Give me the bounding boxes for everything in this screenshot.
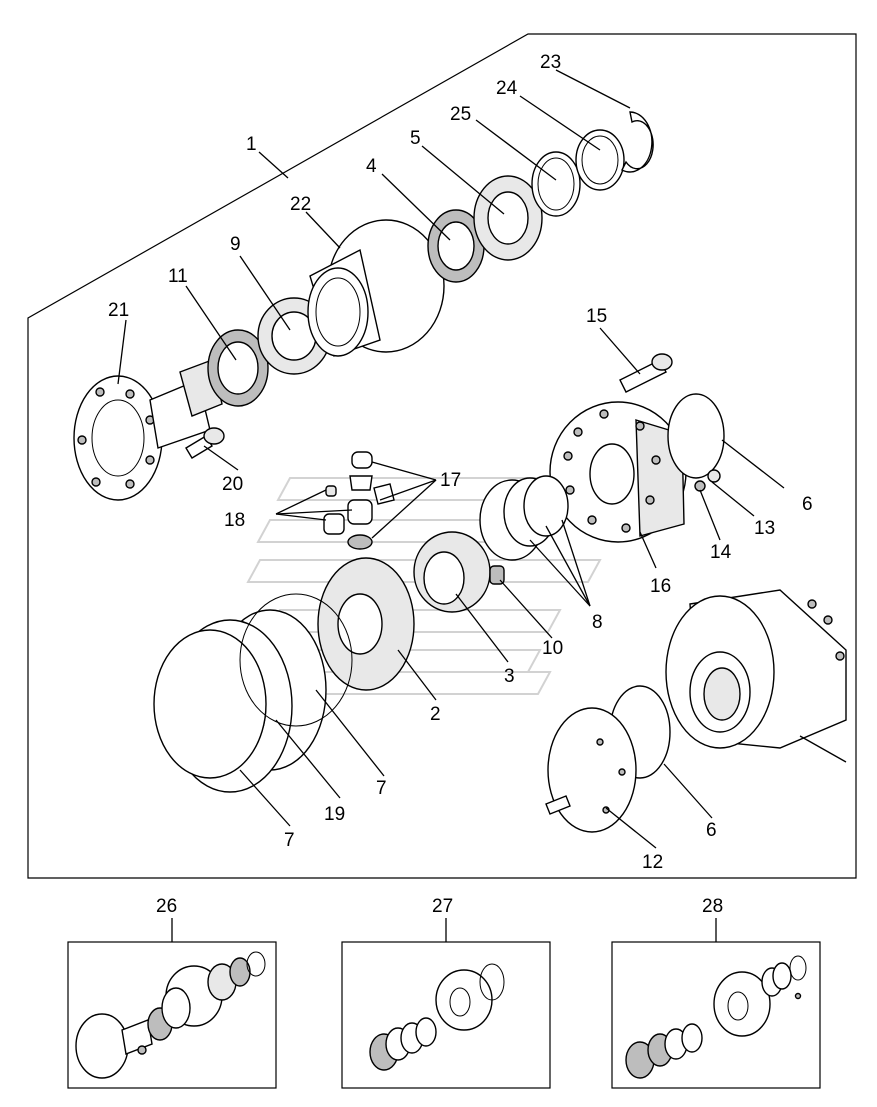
part-2-rotor	[317, 557, 415, 691]
part-12-end-cover	[545, 707, 637, 833]
part-18-keys	[323, 485, 373, 550]
label-16: 16	[650, 576, 671, 597]
kit-28-panel: 28	[611, 896, 821, 1089]
label-6b: 6	[706, 820, 717, 841]
part-24-washer	[575, 129, 625, 191]
kit-27-panel: 27	[341, 896, 551, 1089]
label-18: 18	[224, 510, 245, 531]
motor-housing	[665, 589, 847, 749]
label-21: 21	[108, 300, 129, 321]
part-16-housing-cover	[549, 401, 687, 543]
label-11: 11	[168, 266, 188, 287]
part-3-valve-plate	[413, 531, 491, 613]
part-11-seal	[207, 329, 269, 407]
label-4: 4	[366, 156, 377, 177]
label-3: 3	[504, 666, 515, 687]
part-25-spacer	[531, 151, 581, 217]
part-6-o-ring-upper	[667, 393, 725, 479]
label-2: 2	[430, 704, 441, 725]
part-labels: 1 23 24 25 5 4 22 9 11 21 20 15 6 13 14 …	[108, 52, 813, 873]
part-7-o-ring-front	[153, 629, 267, 779]
label-10: 10	[542, 638, 563, 659]
label-12: 12	[642, 852, 663, 873]
part-23-circlip	[621, 111, 654, 173]
label-14: 14	[710, 542, 732, 563]
label-26: 26	[156, 896, 177, 917]
part-7-o-ring-rear	[239, 593, 353, 727]
part-4-bearing	[427, 209, 485, 283]
label-15: 15	[586, 306, 607, 327]
label-19: 19	[324, 804, 345, 825]
label-8: 8	[592, 612, 603, 633]
label-17: 17	[440, 470, 461, 491]
label-1: 1	[246, 134, 257, 155]
kit-26-panel: 26	[67, 896, 277, 1089]
part-22-hub	[307, 219, 445, 357]
label-20: 20	[222, 474, 243, 495]
part-14-washer	[694, 480, 706, 492]
label-23: 23	[540, 52, 561, 73]
label-28: 28	[702, 896, 723, 917]
part-10-spring	[489, 565, 505, 585]
part-15-bolt	[619, 353, 673, 393]
part-8-seal-rings	[479, 475, 569, 561]
label-9: 9	[230, 234, 241, 255]
label-5: 5	[410, 128, 421, 149]
label-27: 27	[432, 896, 453, 917]
part-5-bearing	[473, 175, 543, 261]
label-7b: 7	[376, 778, 387, 799]
label-13: 13	[754, 518, 775, 539]
part-21-flange-shaft	[73, 359, 223, 501]
label-7a: 7	[284, 830, 295, 851]
label-24: 24	[496, 78, 518, 99]
leader-lines	[117, 69, 847, 849]
label-25: 25	[450, 104, 471, 125]
label-6a: 6	[802, 494, 813, 515]
label-22: 22	[290, 194, 311, 215]
part-17-pins	[349, 451, 395, 505]
part-13-screw	[707, 469, 721, 483]
assembly-frame	[27, 33, 857, 879]
part-20-bolt	[185, 427, 225, 459]
